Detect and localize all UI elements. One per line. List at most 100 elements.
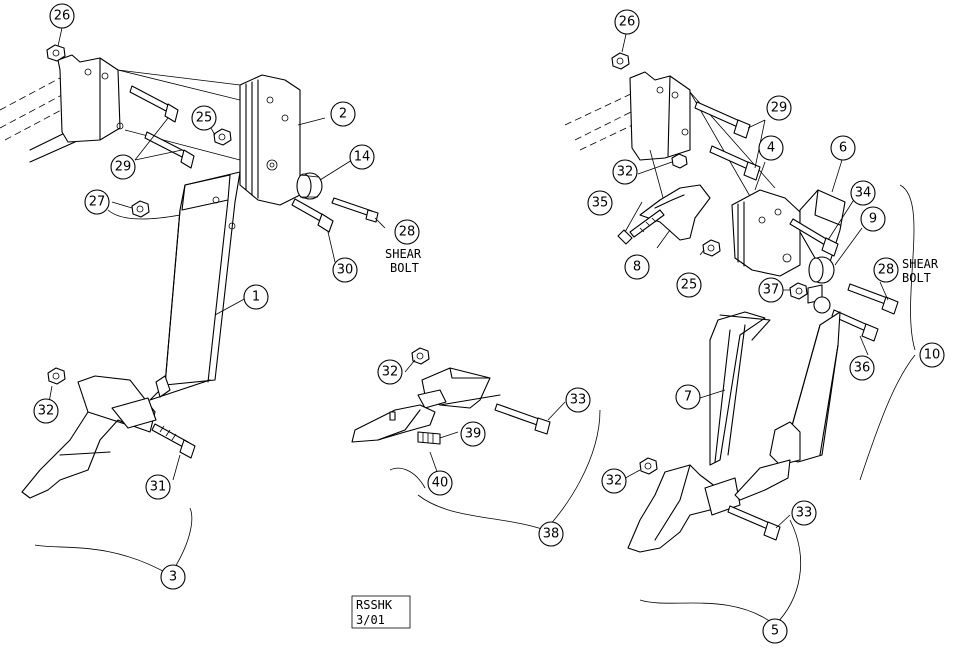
svg-text:36: 36 (854, 361, 871, 376)
mount-plate-2 (239, 74, 301, 206)
callout-32-left: 32 (33, 398, 59, 424)
callout-1: 1 (243, 284, 269, 310)
callout-35: 35 (587, 190, 613, 216)
svg-text:1: 1 (252, 290, 260, 305)
callout-28-right: 28 (873, 257, 899, 283)
sweep-3 (21, 375, 157, 499)
bolt-35 (617, 209, 665, 245)
callout-32-right-bottom: 32 (601, 468, 627, 494)
callout-5: 5 (762, 618, 788, 644)
plate-6 (799, 189, 846, 263)
nut-32-right-top (671, 153, 688, 169)
svg-text:25: 25 (196, 111, 213, 126)
svg-text:14: 14 (354, 150, 371, 165)
bolt-33-center (494, 403, 551, 435)
left-shank-assembly (0, 27, 386, 576)
shank-1 (149, 171, 241, 401)
svg-text:10: 10 (924, 348, 941, 363)
lower-shank-foot (734, 459, 791, 501)
svg-text:38: 38 (543, 527, 560, 542)
right-shank-assembly (564, 29, 916, 626)
svg-text:8: 8 (633, 260, 641, 275)
bushing-14 (296, 172, 323, 200)
shear-bolt-note-right: SHEAR BOLT (902, 257, 939, 285)
callouts: 26 2 25 29 14 27 28 30 1 32 31 3 32 33 3… (33, 3, 945, 644)
center-point-assembly (351, 347, 601, 531)
nut-27 (131, 200, 150, 218)
shin-7 (709, 311, 771, 466)
callout-25-left: 25 (191, 105, 217, 131)
title-block-line2: 3/01 (356, 613, 385, 627)
shear-bolt-28-right (847, 283, 899, 315)
svg-text:26: 26 (54, 9, 71, 24)
mount-plate-4 (731, 189, 801, 277)
point-adapter (417, 367, 501, 409)
svg-text:3: 3 (169, 570, 177, 585)
svg-text:26: 26 (619, 15, 636, 30)
svg-text:27: 27 (89, 195, 106, 210)
bolt-33-right (727, 505, 781, 541)
nut-32-left (47, 367, 66, 385)
nut-26-left (46, 44, 66, 62)
callout-38: 38 (538, 521, 564, 547)
callout-31: 31 (145, 474, 171, 500)
bushing-9 (808, 256, 835, 284)
svg-text:32: 32 (606, 474, 623, 489)
svg-text:40: 40 (432, 476, 449, 491)
callout-9: 9 (860, 206, 886, 232)
bolt-36 (831, 309, 879, 342)
shank-10 (769, 311, 841, 466)
svg-text:6: 6 (839, 141, 847, 156)
bracket-8 (639, 184, 711, 241)
callout-2: 2 (330, 101, 356, 127)
left-frame-beam (0, 54, 261, 163)
svg-text:30: 30 (337, 263, 354, 278)
shear-bolt-28-left (331, 197, 379, 223)
left-leaders (34, 27, 386, 576)
center-leaders (389, 359, 601, 531)
title-block: RSSHK 3/01 (351, 595, 411, 629)
svg-text:31: 31 (150, 480, 167, 495)
svg-text:SHEAR: SHEAR (902, 257, 939, 271)
point-tip (351, 404, 436, 443)
svg-text:35: 35 (592, 196, 609, 211)
washers (807, 284, 831, 314)
title-block-line1: RSSHK (356, 598, 393, 612)
callout-27: 27 (84, 189, 110, 215)
callout-26-right: 26 (614, 9, 640, 35)
svg-text:5: 5 (771, 624, 779, 639)
bolt-30 (291, 198, 334, 233)
nut-25-left (213, 128, 232, 146)
nut-26-right (611, 52, 630, 70)
callout-40: 40 (427, 470, 453, 496)
callout-8: 8 (624, 254, 650, 280)
svg-text:29: 29 (115, 160, 132, 175)
svg-text:25: 25 (681, 278, 698, 293)
right-frame-beam (564, 71, 776, 206)
pin-39 (417, 431, 441, 445)
svg-text:34: 34 (855, 186, 872, 201)
nut-25-right (702, 239, 721, 257)
callout-7: 7 (675, 384, 701, 410)
svg-text:28: 28 (399, 225, 416, 240)
svg-text:BOLT: BOLT (390, 261, 419, 275)
svg-text:29: 29 (771, 101, 788, 116)
callout-10: 10 (919, 342, 945, 368)
svg-text:33: 33 (796, 506, 813, 521)
callout-3: 3 (160, 564, 186, 590)
svg-text:32: 32 (382, 365, 399, 380)
nut-32-right-bottom (639, 457, 658, 475)
callout-14: 14 (349, 144, 375, 170)
callout-32-center: 32 (377, 359, 403, 385)
callout-39: 39 (460, 421, 486, 447)
svg-text:BOLT: BOLT (902, 271, 931, 285)
svg-text:7: 7 (684, 390, 692, 405)
callout-37: 37 (758, 277, 784, 303)
nut-37 (789, 282, 808, 300)
bolts-29-right (694, 101, 761, 181)
point-5 (627, 464, 741, 553)
svg-text:32: 32 (617, 165, 634, 180)
svg-text:4: 4 (767, 141, 775, 156)
callout-33-center: 33 (565, 387, 591, 413)
callout-36: 36 (849, 355, 875, 381)
